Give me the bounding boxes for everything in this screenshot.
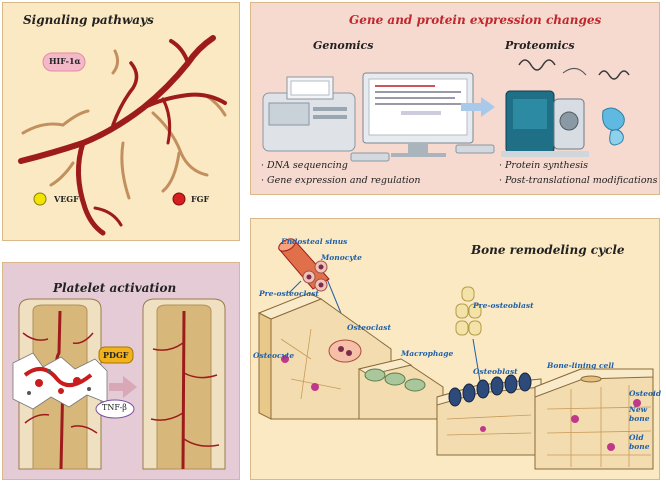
genomics-item: · DNA sequencing (261, 160, 348, 171)
old-bone-label: Old bone (629, 433, 650, 451)
fgf-dot (172, 192, 186, 206)
healed-bone (142, 298, 226, 470)
bone-vessel-illustration (12, 298, 226, 470)
gene-title: Gene and protein expression changes (349, 13, 602, 27)
platelet-panel: Platelet activation PDGF TNF-β (2, 262, 240, 480)
bone-lining-cell (580, 375, 602, 383)
pdgf-label: PDGF (103, 350, 129, 360)
omics-illustration (262, 59, 630, 162)
hif-label: HIF-1α (49, 56, 81, 66)
pointer-line (288, 280, 302, 294)
healing-arrow (109, 376, 137, 398)
genomics-item: · Gene expression and regulation (261, 175, 421, 186)
osteoid-label: Osteoid (629, 389, 662, 398)
genomics-heading: Genomics (313, 39, 374, 52)
osteoclast-label: Osteoclast (347, 323, 391, 332)
bone-title: Bone remodeling cycle (471, 243, 625, 257)
protein-chain-1 (518, 59, 556, 71)
macrophage-cell (364, 368, 386, 382)
new-bone-label: New bone (629, 405, 650, 423)
fractured-bone (12, 298, 108, 470)
preosteoblast-cells (455, 286, 482, 336)
signaling-title: Signaling pathways (23, 13, 154, 27)
bone-block-lining (534, 368, 654, 470)
pointer-line (472, 338, 482, 388)
bone-remodeling-panel: Bone remodeling cycle Endosteal sinus Mo… (250, 218, 662, 480)
osteoclast-cell (328, 339, 362, 363)
fgf-label: FGF (191, 194, 210, 204)
macrophage-label: Macrophage (401, 349, 454, 358)
osteoblast-label: Osteoblast (473, 367, 518, 376)
preosteoblast-label: Pre-osteoblast (473, 301, 534, 310)
bone-block-reversal (357, 358, 444, 420)
remodeling-illustration (257, 238, 654, 470)
proteomics-item: · Post-translational modifications (499, 175, 658, 186)
process-arrow (461, 97, 495, 117)
proteomics-item: · Protein synthesis (499, 160, 589, 171)
pdgf-badge (98, 346, 134, 364)
computer-monitor (350, 72, 495, 162)
vegf-label: VEGF (54, 194, 79, 204)
preosteoclast-label: Pre-osteoclast (259, 289, 319, 298)
osteocyte-label: Osteocyte (253, 351, 295, 360)
protein-chain-2 (598, 70, 630, 80)
bone-lining-label: Bone-lining cell (547, 361, 615, 370)
vessel-network-illustration (18, 35, 227, 236)
gene-expression-panel: Gene and protein expression changes Geno… (250, 2, 660, 195)
hif-badge (42, 52, 86, 72)
signaling-panel: Signaling pathways HIF-1α VEGF FGF (2, 2, 240, 241)
mass-spectrometer (501, 90, 589, 157)
osteoblast-cell (448, 387, 462, 407)
platelet-title: Platelet activation (53, 281, 177, 295)
osteocyte-cell (281, 355, 289, 363)
protein-structure (602, 107, 625, 146)
endosteal-label: Endosteal sinus (281, 237, 348, 246)
tnf-badge (95, 399, 135, 419)
sequencer-machine (262, 76, 356, 152)
vegf-dot (33, 192, 47, 206)
lining-osteocyte (571, 415, 579, 423)
bone-block-formation (436, 372, 542, 456)
endosteal-sinus (278, 238, 330, 290)
proteomics-heading: Proteomics (505, 39, 575, 52)
tnf-label: TNF-β (102, 403, 127, 412)
monocyte-label: Monocyte (321, 253, 362, 262)
